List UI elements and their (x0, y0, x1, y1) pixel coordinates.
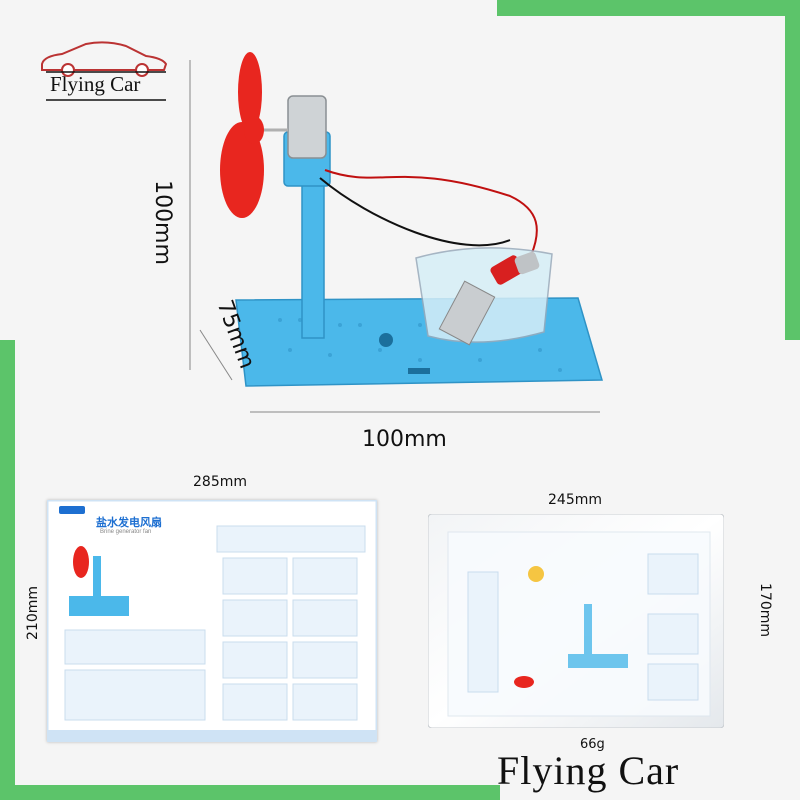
car-logo-icon (41, 41, 168, 101)
frame-accent-top (497, 0, 800, 16)
instruction-sheet-graphics (47, 500, 377, 742)
depth-dimension-line (199, 329, 233, 381)
frame-accent-right (785, 0, 800, 340)
metal-clip (514, 251, 540, 275)
bag-base-parts (568, 604, 628, 668)
sheet-product-image (69, 546, 129, 616)
frame-accent-bottom (0, 785, 500, 800)
frame-accent-left (0, 340, 15, 800)
stand-post (301, 177, 325, 339)
fan-blades (220, 52, 264, 218)
weight-label: 66g (580, 737, 605, 752)
motor (287, 95, 327, 159)
sheet-width-label: 285mm (193, 474, 247, 490)
model-width-label: 100mm (362, 427, 447, 452)
base-center-hole (379, 333, 393, 347)
base-slot (408, 368, 430, 374)
logo-text: Flying Car (50, 72, 141, 96)
bag-width-label: 245mm (548, 492, 602, 508)
bag-height-label: 170mm (757, 583, 773, 637)
sheet-height-label: 210mm (25, 586, 41, 640)
red-wire (324, 169, 538, 259)
footer-brand-text: Flying Car (497, 748, 680, 793)
package-bag (428, 514, 724, 728)
model-height-label: 100mm (149, 180, 175, 265)
electrode-plate (438, 280, 496, 346)
black-wire (319, 177, 511, 247)
base-holes (278, 318, 562, 372)
fan-model-illustration (189, 52, 603, 413)
sheet-title: 盐水发电风扇 (96, 517, 162, 529)
sheet-subtitle: Brine generator fan (100, 529, 152, 535)
